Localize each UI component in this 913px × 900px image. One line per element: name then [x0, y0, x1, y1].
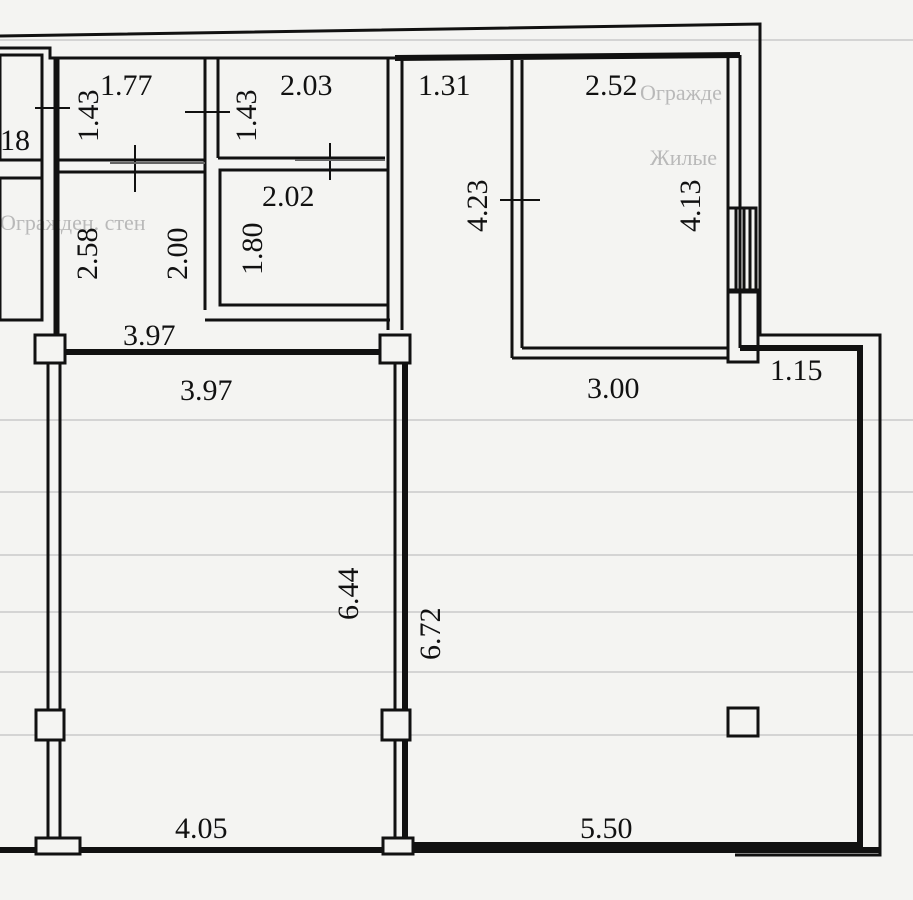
- dim-label: 4.05: [175, 812, 228, 845]
- dim-label: 1.43: [72, 90, 105, 143]
- inner-wall-outline: [0, 46, 395, 60]
- dim-label: 5.50: [580, 812, 633, 845]
- dim-label: 1.31: [418, 69, 471, 102]
- column: [381, 836, 415, 856]
- dim-label: 2.52: [585, 69, 638, 102]
- column: [33, 333, 67, 365]
- dim-label: 4.23: [461, 180, 494, 233]
- ventilation-shaft: [726, 706, 760, 738]
- background-text-line: Огражде: [640, 80, 722, 105]
- door-marks: [35, 107, 540, 201]
- column: [34, 708, 66, 742]
- dim-label: 4.13: [674, 180, 707, 233]
- small-rooms: [0, 53, 404, 340]
- dim-label: 2.03: [280, 69, 333, 102]
- column: [380, 708, 412, 742]
- room-loggia: [510, 58, 760, 364]
- outer-wall: [0, 22, 882, 857]
- room-outline: [0, 176, 44, 322]
- background-form-lines: [0, 39, 913, 736]
- dim-label: 1.77: [100, 69, 153, 102]
- dim-label: 1.80: [236, 223, 269, 276]
- background-text-line: Жилые: [650, 145, 717, 170]
- background-form-text: Огражде Жилые Огражден. стен: [0, 80, 722, 235]
- dim-label: 18: [0, 124, 30, 157]
- wall-segment: [726, 288, 760, 364]
- window: [726, 206, 758, 294]
- dim-label: 3.97: [180, 374, 233, 407]
- column: [378, 333, 412, 365]
- columns: [33, 333, 760, 856]
- column: [34, 836, 82, 856]
- dim-label: 3.97: [123, 319, 176, 352]
- thick-top-wall: [394, 52, 741, 61]
- dim-label: 2.02: [262, 180, 315, 213]
- dim-label: 2.00: [161, 228, 194, 281]
- dim-label: 2.58: [71, 228, 104, 281]
- dim-label: 1.43: [230, 90, 263, 143]
- living-room-wall: [405, 345, 863, 848]
- background-text-line: Огражден. стен: [0, 210, 146, 235]
- room-bedroom: [0, 349, 880, 853]
- dim-label: 6.72: [414, 608, 447, 661]
- dim-label: 3.00: [587, 372, 640, 405]
- dimension-labels: 1.77 2.03 1.31 2.52 18 2.02 3.97 3.97 3.…: [0, 69, 823, 845]
- dim-label: 6.44: [332, 568, 365, 621]
- dim-label: 1.15: [770, 354, 823, 387]
- outer-wall-outline: [0, 22, 882, 857]
